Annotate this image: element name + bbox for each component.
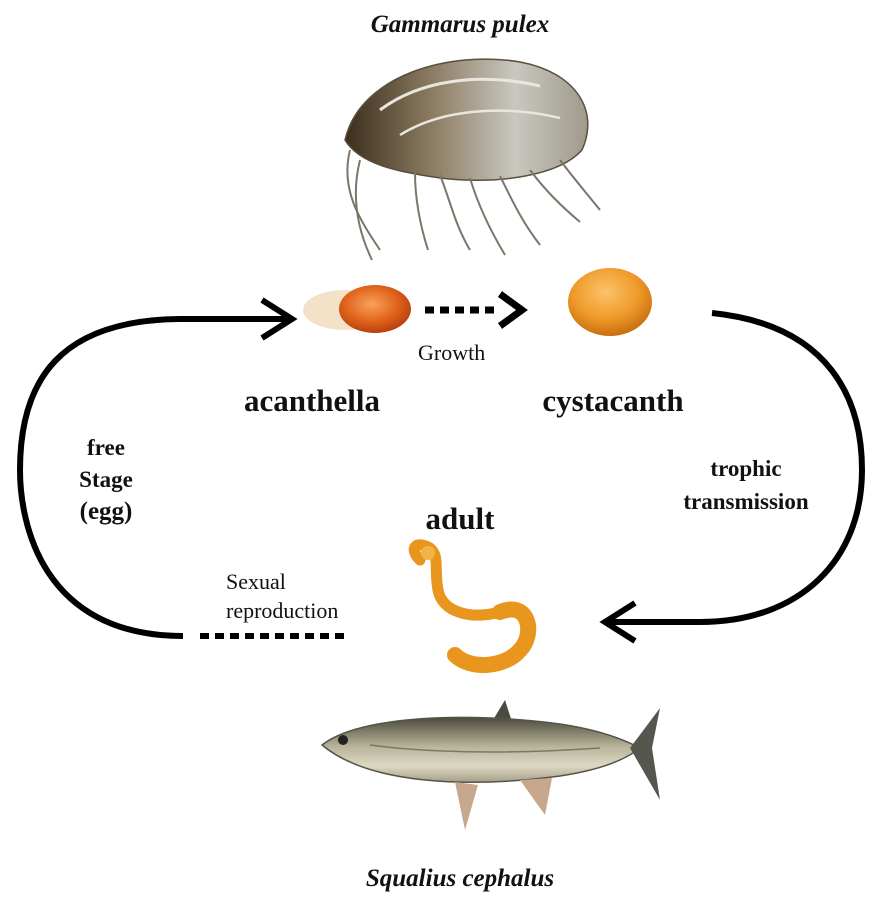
trophic-line-1: trophic: [683, 452, 808, 485]
squalius-icon: [322, 700, 660, 830]
sexual-line-1: Sexual: [226, 568, 338, 597]
free-stage-line-3: (egg): [79, 495, 133, 530]
trophic-transmission-label: trophic transmission: [683, 452, 808, 519]
growth-label: Growth: [418, 342, 485, 364]
free-stage-line-2: Stage: [79, 464, 133, 496]
trophic-line-2: transmission: [683, 485, 808, 518]
acanthella-label: acanthella: [244, 385, 380, 416]
growth-arrow: [425, 294, 522, 326]
free-stage-label: free Stage (egg): [79, 432, 133, 530]
adult-label: adult: [426, 503, 495, 534]
bottom-host-species: Squalius cephalus: [366, 866, 554, 891]
cystacanth-label: cystacanth: [542, 385, 683, 416]
top-host-species: Gammarus pulex: [371, 12, 550, 37]
gammarus-icon: [345, 59, 600, 260]
sexual-line-2: reproduction: [226, 597, 338, 626]
sexual-reproduction-label: Sexual reproduction: [226, 568, 338, 625]
free-stage-line-1: free: [79, 432, 133, 464]
adult-worm-icon: [414, 545, 528, 665]
acanthella-larva-icon: [303, 285, 411, 333]
cystacanth-icon: [568, 268, 652, 336]
